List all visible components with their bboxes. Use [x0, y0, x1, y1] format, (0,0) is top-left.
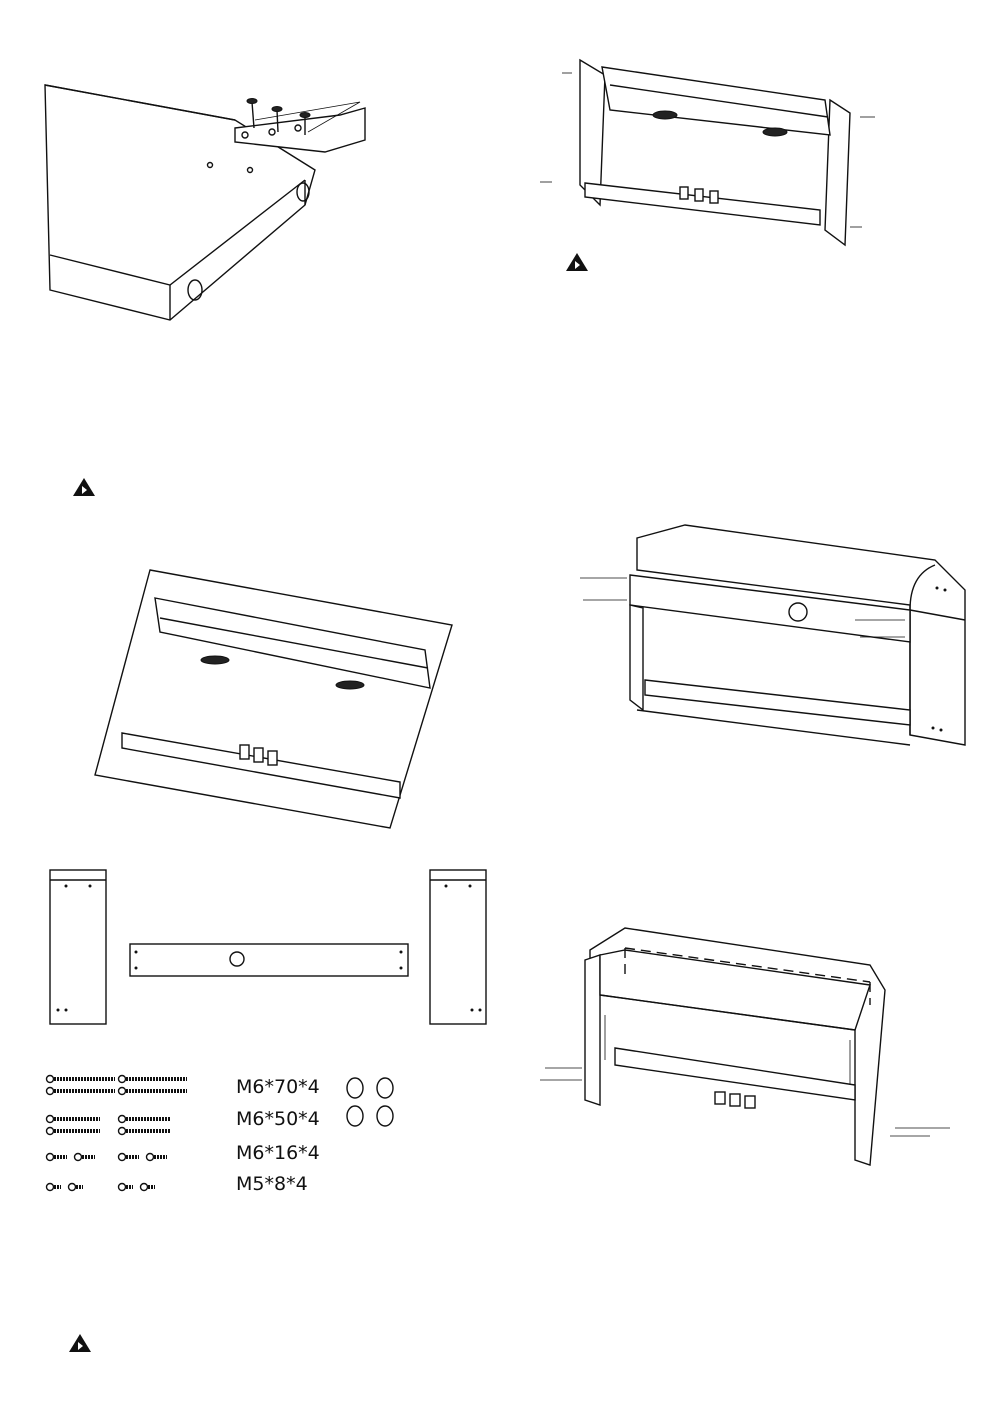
screw-icon [47, 1154, 168, 1161]
screw-label-m5-8: M5*8*4 [236, 1173, 308, 1195]
caution-icon [68, 1333, 92, 1353]
screw-set-m6-16 [45, 1148, 195, 1166]
screw-icon [47, 1184, 156, 1191]
caution-icon [72, 477, 96, 497]
screw-label-m6-70: M6*70*4 [236, 1076, 320, 1098]
figure-box-bracket [40, 80, 380, 330]
screw-set-m5-8 [45, 1178, 195, 1196]
figure-stand-top-assembly [530, 920, 970, 1170]
screw-label-m6-16: M6*16*4 [236, 1142, 320, 1164]
figure-components [90, 570, 460, 835]
screw-icon [47, 1116, 171, 1135]
figure-stand-back-panel [565, 520, 975, 760]
caution-icon [565, 252, 589, 272]
figure-exploded-assembly [540, 55, 880, 255]
washer-set [343, 1076, 399, 1128]
figure-panels [48, 868, 493, 1030]
screw-set-m6-70 [45, 1073, 195, 1101]
washer-icon [347, 1078, 393, 1126]
screw-set-m6-50 [45, 1113, 195, 1141]
screw-label-m6-50: M6*50*4 [236, 1108, 320, 1130]
screw-icon [47, 1076, 188, 1095]
